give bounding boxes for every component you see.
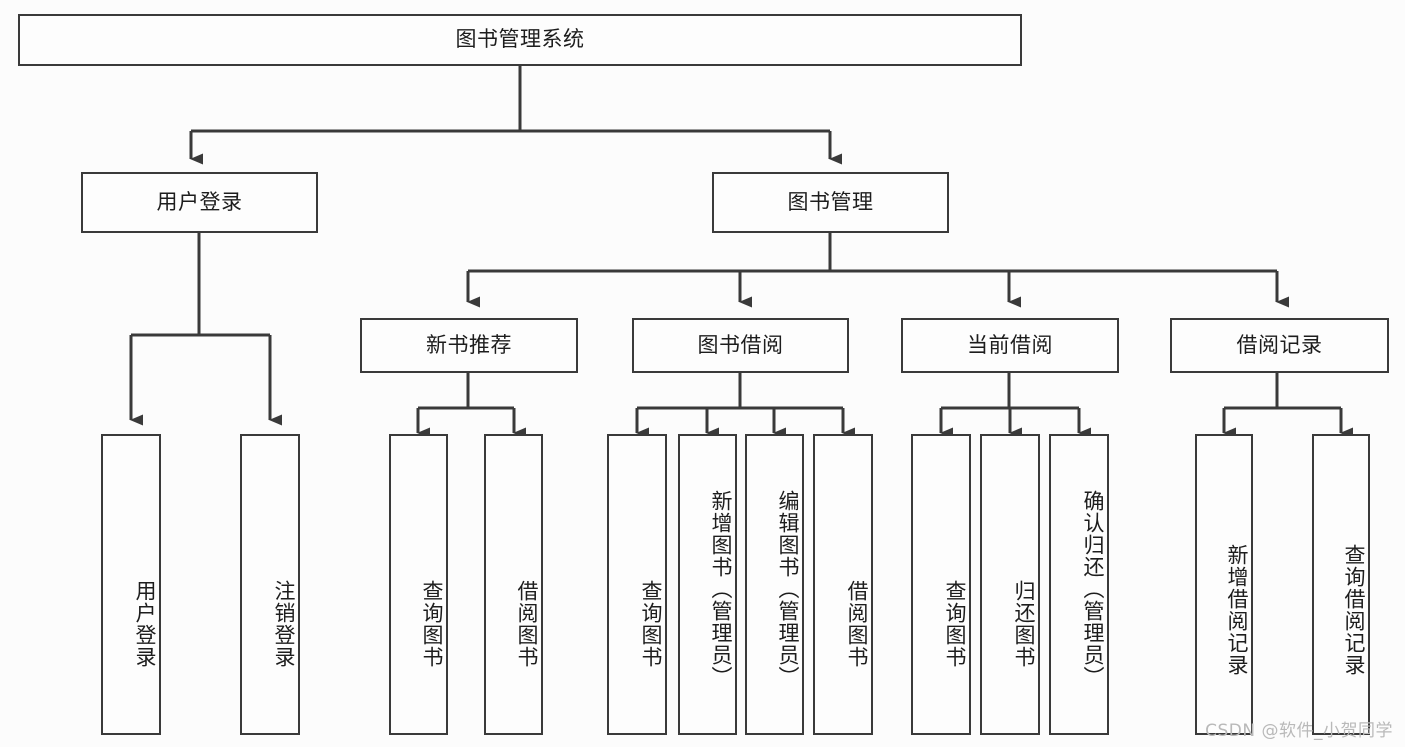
watermark: CSDN @软件_小贺同学 (1205, 721, 1393, 741)
leaf-logout[interactable]: 注销登录 (240, 434, 300, 735)
node-root[interactable]: 图书管理系统 (18, 14, 1022, 66)
leaf-borrow-query-book[interactable]: 查询图书 (607, 434, 667, 735)
leaf-current-confirm-return-admin-label: 确认归还（管理员） (1081, 489, 1105, 688)
leaf-logout-label: 注销登录 (272, 579, 296, 668)
leaf-borrow-do-borrow-label: 借阅图书 (845, 579, 869, 668)
node-root-label: 图书管理系统 (455, 27, 585, 52)
leaf-current-return-book[interactable]: 归还图书 (980, 434, 1040, 735)
node-borrow-record-label: 借阅记录 (1236, 332, 1323, 357)
leaf-current-confirm-return-admin[interactable]: 确认归还（管理员） (1049, 434, 1109, 735)
leaf-record-search[interactable]: 查询借阅记录 (1312, 434, 1370, 735)
node-new-book-recommend-label: 新书推荐 (426, 332, 512, 357)
leaf-record-add-label: 新增借阅记录 (1225, 543, 1249, 676)
node-current-borrow[interactable]: 当前借阅 (901, 318, 1119, 373)
leaf-current-return-book-label: 归还图书 (1012, 579, 1036, 668)
node-user-login[interactable]: 用户登录 (81, 172, 318, 233)
leaf-recommend-borrow-book[interactable]: 借阅图书 (484, 434, 543, 735)
leaf-current-query-book-label: 查询图书 (943, 579, 967, 668)
node-current-borrow-label: 当前借阅 (967, 332, 1053, 357)
leaf-borrow-edit-book-admin-label: 编辑图书（管理员） (776, 489, 800, 688)
leaf-recommend-query-book-label: 查询图书 (420, 579, 444, 668)
node-book-borrow[interactable]: 图书借阅 (632, 318, 849, 373)
leaf-record-add[interactable]: 新增借阅记录 (1195, 434, 1253, 735)
leaf-borrow-add-book-admin-label: 新增图书（管理员） (709, 489, 733, 688)
leaf-borrow-do-borrow[interactable]: 借阅图书 (813, 434, 873, 735)
leaf-user-login[interactable]: 用户登录 (101, 434, 161, 735)
leaf-current-query-book[interactable]: 查询图书 (911, 434, 971, 735)
leaf-recommend-borrow-book-label: 借阅图书 (515, 579, 539, 668)
leaf-record-search-label: 查询借阅记录 (1342, 543, 1366, 676)
leaf-recommend-query-book[interactable]: 查询图书 (389, 434, 448, 735)
node-book-management[interactable]: 图书管理 (712, 172, 949, 233)
leaf-borrow-edit-book-admin[interactable]: 编辑图书（管理员） (745, 434, 804, 735)
node-borrow-record[interactable]: 借阅记录 (1170, 318, 1389, 373)
leaf-borrow-query-book-label: 查询图书 (639, 579, 663, 668)
node-book-borrow-label: 图书借阅 (697, 332, 784, 357)
node-book-management-label: 图书管理 (787, 189, 874, 214)
leaf-borrow-add-book-admin[interactable]: 新增图书（管理员） (678, 434, 737, 735)
leaf-user-login-label: 用户登录 (133, 579, 157, 668)
node-new-book-recommend[interactable]: 新书推荐 (360, 318, 578, 373)
node-user-login-label: 用户登录 (156, 189, 243, 214)
